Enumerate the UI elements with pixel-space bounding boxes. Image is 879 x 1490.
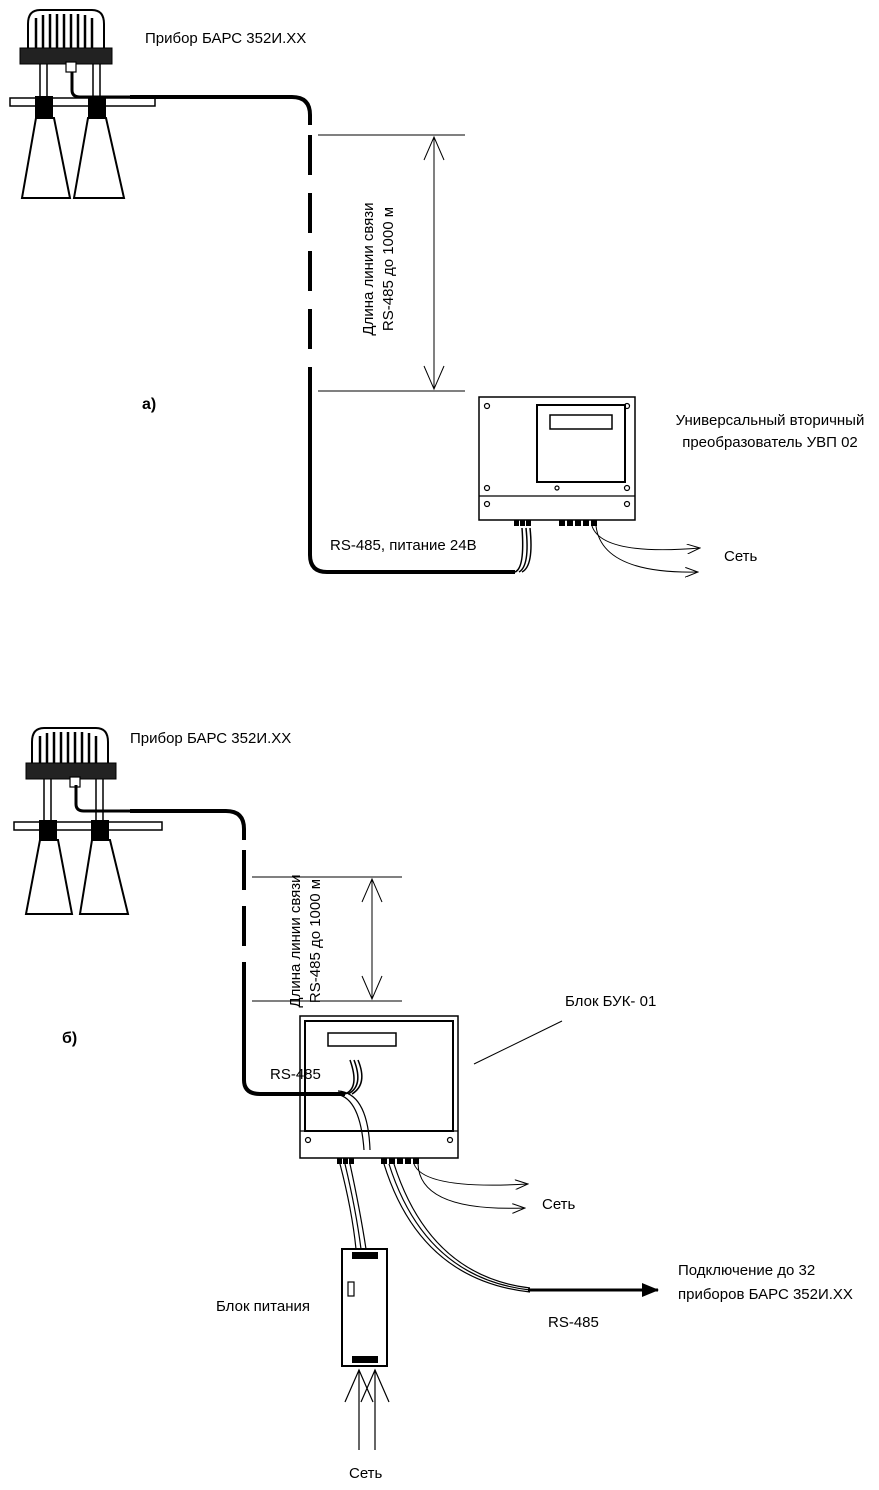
psu-mains-arrows — [344, 1368, 390, 1450]
converter-label-line2: преобразователь УВП 02 — [682, 434, 858, 451]
mains-wires-a — [591, 525, 700, 572]
device-a — [9, 9, 156, 199]
connect-label-line2: приборов БАРС 352И.XX — [678, 1286, 853, 1303]
device-label-b: Прибор БАРС 352И.XX — [130, 730, 292, 747]
length-indicator-a — [318, 134, 465, 392]
length-label-b-line1: Длина линии связи — [287, 874, 304, 1008]
rs485-bottom-label: RS-485 — [548, 1314, 599, 1331]
rs485-left-label: RS-485 — [270, 1066, 321, 1083]
buk-box-b — [299, 1015, 563, 1164]
converter-box-a — [478, 396, 636, 526]
length-label-a-line2: RS-485 до 1000 м — [380, 206, 397, 332]
length-label-b-line2: RS-485 до 1000 м — [307, 878, 324, 1004]
length-indicator-b — [252, 876, 402, 1002]
panel-label-b: б) — [62, 1030, 78, 1047]
cable-label-a: RS-485, питание 24В — [330, 537, 477, 554]
mains-label-a: Сеть — [724, 548, 758, 565]
device-label-a: Прибор БАРС 352И.XX — [145, 30, 307, 47]
length-label-b: Длина линии связи RS-485 до 1000 м — [286, 856, 328, 1026]
cable-b — [74, 785, 371, 1151]
power-supply-b — [339, 1163, 388, 1367]
cable-a — [70, 72, 532, 574]
connect-label: Подключение до 32 приборов БАРС 352И.XX — [678, 1262, 853, 1304]
rs485-bus-b — [383, 1163, 659, 1297]
mains-wires-b — [413, 1163, 528, 1208]
buk-label: Блок БУК- 01 — [565, 993, 657, 1010]
length-label-a-line1: Длина линии связи — [360, 202, 377, 336]
length-label-a: Длина линии связи RS-485 до 1000 м — [359, 179, 401, 359]
psu-mains-label: Сеть — [349, 1465, 383, 1482]
converter-label: Универсальный вторичный преобразователь … — [655, 412, 879, 452]
connect-label-line1: Подключение до 32 — [678, 1262, 816, 1279]
psu-label: Блок питания — [216, 1298, 310, 1315]
converter-label-line1: Универсальный вторичный — [675, 412, 865, 429]
panel-label-a: а) — [142, 396, 157, 413]
device-b — [13, 727, 163, 915]
mains-label-b: Сеть — [542, 1196, 576, 1213]
